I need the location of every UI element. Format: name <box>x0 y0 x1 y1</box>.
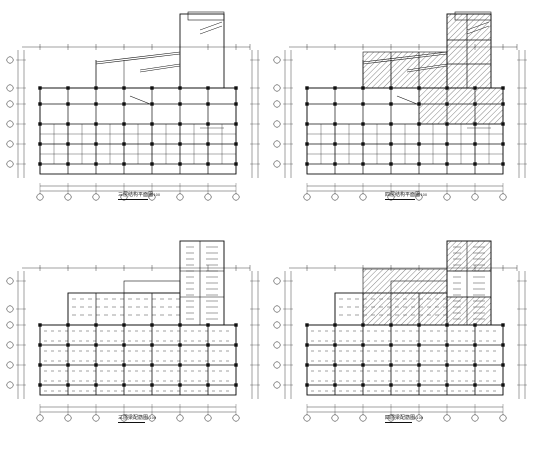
plan-panel-bl <box>6 240 260 422</box>
panel-scale-bl: 1:100 <box>146 416 157 420</box>
panel-title-bl: 三层梁配筋图 <box>118 415 149 421</box>
panel-scale-tl: 1:100 <box>150 193 161 197</box>
panel-scale-tr: 1:100 <box>417 193 428 197</box>
plan-panel-tr <box>273 11 527 201</box>
panel-scale-br: 1:100 <box>413 416 424 420</box>
panel-title-tl: 三层结构平面图 <box>118 192 154 198</box>
plan-panel-br <box>273 240 527 422</box>
plan-panel-tl <box>6 11 260 201</box>
panel-title-tr: 四层结构平面图 <box>385 192 421 198</box>
panel-title-br: 四层梁配筋图 <box>385 415 416 421</box>
